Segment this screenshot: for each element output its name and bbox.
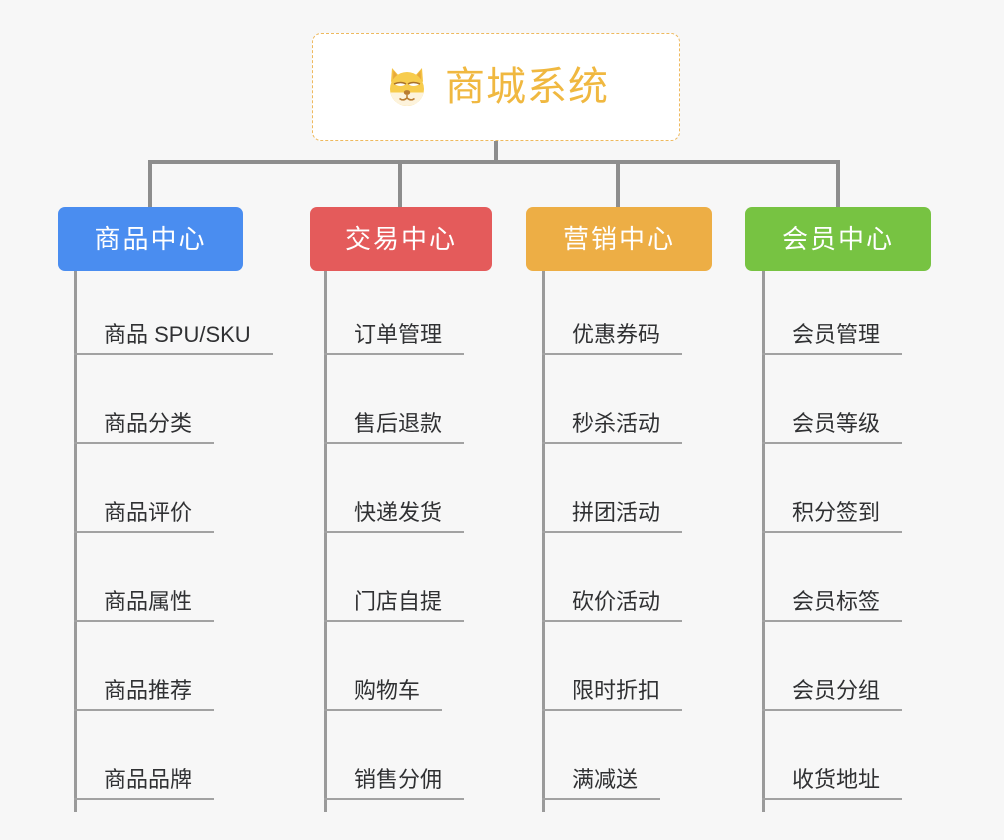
leaf-item-underline bbox=[74, 531, 214, 533]
leaf-item-underline bbox=[74, 709, 214, 711]
leaf-item-label: 商品分类 bbox=[104, 411, 193, 436]
leaf-item-underline bbox=[74, 798, 214, 800]
leaf-item-underline bbox=[74, 353, 273, 355]
leaf-spine bbox=[324, 271, 327, 812]
leaf-item-underline bbox=[762, 620, 902, 622]
leaf-item-underline bbox=[74, 442, 214, 444]
leaf-item-label: 秒杀活动 bbox=[572, 411, 661, 436]
root-node-shop-system[interactable]: 商城系统 bbox=[312, 33, 680, 141]
leaf-item-label: 收货地址 bbox=[792, 767, 881, 792]
category-label: 营销中心 bbox=[562, 224, 675, 254]
leaf-item-label: 会员分组 bbox=[792, 678, 881, 703]
leaf-item-label: 会员管理 bbox=[792, 322, 881, 347]
leaf-item-label: 门店自提 bbox=[354, 589, 443, 614]
leaf-spine bbox=[74, 271, 77, 812]
leaf-item-underline bbox=[542, 442, 682, 444]
leaf-item-underline bbox=[542, 709, 682, 711]
leaf-item-label: 砍价活动 bbox=[572, 589, 661, 614]
category-card-1[interactable]: 商品中心 bbox=[58, 207, 243, 271]
leaf-item-label: 积分签到 bbox=[792, 500, 881, 525]
leaf-item-label: 售后退款 bbox=[354, 411, 443, 436]
leaf-item-underline bbox=[74, 620, 214, 622]
leaf-item-underline bbox=[324, 620, 464, 622]
category-label: 会员中心 bbox=[781, 224, 894, 254]
category-card-3[interactable]: 营销中心 bbox=[526, 207, 712, 271]
connector-root-stem bbox=[494, 141, 498, 163]
leaf-item-label: 优惠券码 bbox=[572, 322, 661, 347]
connector-horizontal-bus bbox=[148, 160, 838, 164]
leaf-item-underline bbox=[542, 531, 682, 533]
leaf-item-underline bbox=[324, 353, 464, 355]
leaf-item-underline bbox=[542, 798, 660, 800]
connector-drop-3 bbox=[616, 160, 620, 208]
leaf-item-label: 商品属性 bbox=[104, 589, 193, 614]
leaf-item-underline bbox=[324, 531, 464, 533]
category-label: 交易中心 bbox=[344, 224, 457, 254]
leaf-item-label: 会员标签 bbox=[792, 589, 881, 614]
category-card-4[interactable]: 会员中心 bbox=[745, 207, 931, 271]
leaf-item-label: 满减送 bbox=[572, 767, 639, 792]
leaf-item-label: 购物车 bbox=[354, 678, 421, 703]
shiba-dog-face-icon bbox=[383, 63, 431, 111]
connector-drop-4 bbox=[836, 160, 840, 208]
leaf-item-label: 订单管理 bbox=[354, 322, 443, 347]
leaf-item-underline bbox=[762, 709, 902, 711]
leaf-item-label: 会员等级 bbox=[792, 411, 881, 436]
category-label: 商品中心 bbox=[94, 224, 207, 254]
leaf-spine bbox=[762, 271, 765, 812]
leaf-item-underline bbox=[324, 442, 464, 444]
leaf-item-label: 商品 SPU/SKU bbox=[104, 322, 251, 347]
leaf-item-underline bbox=[762, 531, 902, 533]
leaf-item-label: 销售分佣 bbox=[354, 767, 443, 792]
leaf-item-underline bbox=[762, 353, 902, 355]
leaf-item-label: 拼团活动 bbox=[572, 500, 661, 525]
leaf-item-label: 商品品牌 bbox=[104, 767, 193, 792]
leaf-item-underline bbox=[762, 442, 902, 444]
connector-drop-1 bbox=[148, 160, 152, 208]
leaf-item-label: 商品评价 bbox=[104, 500, 193, 525]
leaf-item-label: 限时折扣 bbox=[572, 678, 661, 703]
connector-drop-2 bbox=[398, 160, 402, 208]
leaf-item-label: 商品推荐 bbox=[104, 678, 193, 703]
leaf-item-underline bbox=[324, 709, 442, 711]
root-node-title: 商城系统 bbox=[445, 65, 609, 109]
category-card-2[interactable]: 交易中心 bbox=[310, 207, 492, 271]
leaf-item-underline bbox=[542, 620, 682, 622]
leaf-item-label: 快递发货 bbox=[354, 500, 443, 525]
leaf-spine bbox=[542, 271, 545, 812]
leaf-item-underline bbox=[542, 353, 682, 355]
leaf-item-underline bbox=[762, 798, 902, 800]
leaf-item-underline bbox=[324, 798, 464, 800]
